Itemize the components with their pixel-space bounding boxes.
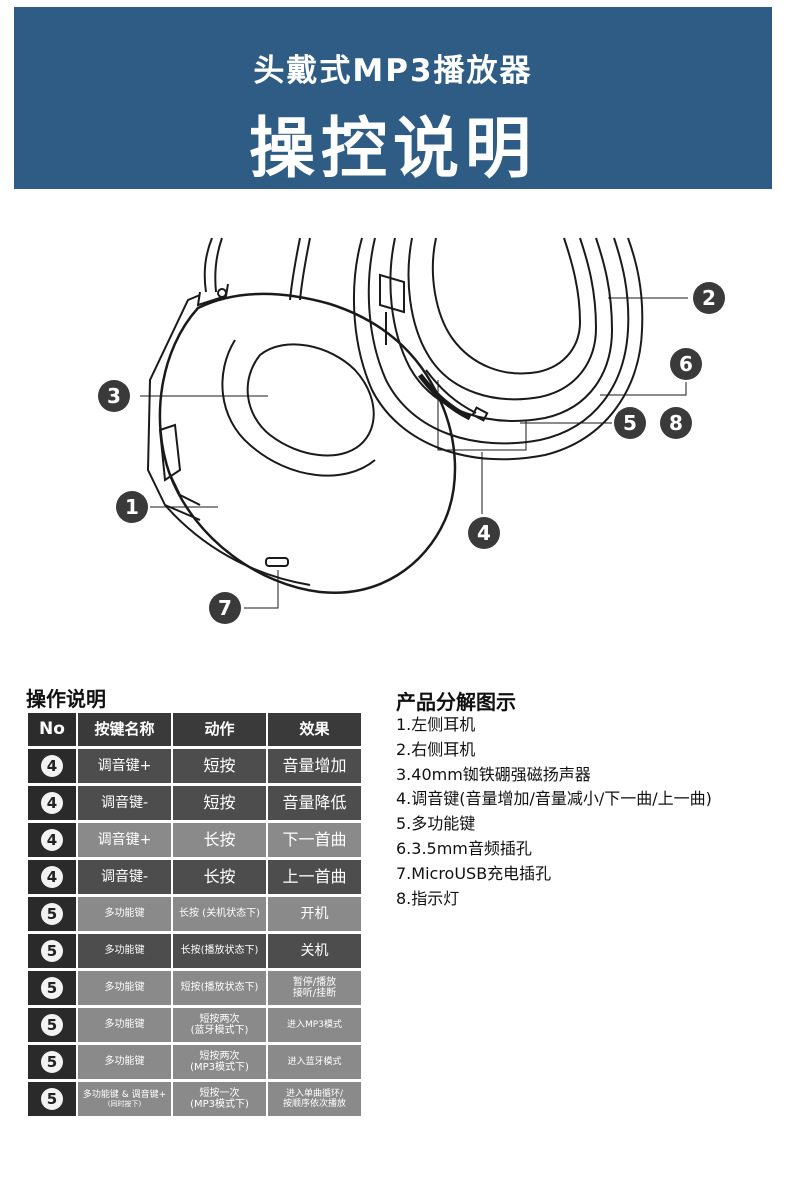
row-effect: 音量增加 — [268, 749, 361, 783]
row-key: 多功能键 — [78, 1045, 171, 1079]
row-effect: 进入单曲循环/ 按顺序依次播放 — [268, 1082, 361, 1116]
callout-1-icon: 1 — [116, 491, 148, 523]
list-item: 7.MicroUSB充电插孔 — [396, 863, 552, 883]
table-row: 4 调音键- 短按 音量降低 — [28, 786, 361, 820]
row-action: 短按一次 (MP3模式下) — [173, 1082, 266, 1116]
table-row: 5 多功能键 & 调音键+(同时按下) 短按一次 (MP3模式下) 进入单曲循环… — [28, 1082, 361, 1116]
table-row: 4 调音键+ 长按 下一首曲 — [28, 823, 361, 857]
list-item: 6.3.5mm音频插孔 — [396, 838, 532, 858]
row-number-badge: 4 — [41, 866, 63, 888]
row-effect: 进入MP3模式 — [268, 1008, 361, 1042]
list-item: 8.指示灯 — [396, 888, 460, 908]
callout-7-icon: 7 — [209, 592, 241, 624]
header-key: 按键名称 — [78, 713, 171, 746]
row-effect: 关机 — [268, 934, 361, 968]
row-number-badge: 5 — [41, 940, 63, 962]
table-row: 5 多功能键 短按(播放状态下) 暂停/播放 接听/挂断 — [28, 971, 361, 1005]
callout-3-label: 3 — [107, 384, 121, 408]
table-row: 4 调音键- 长按 上一首曲 — [28, 860, 361, 894]
row-effect: 上一首曲 — [268, 860, 361, 894]
row-number-badge: 4 — [41, 755, 63, 777]
row-action: 短按两次 (蓝牙模式下) — [173, 1008, 266, 1042]
row-effect: 开机 — [268, 897, 361, 931]
operations-table: No 按键名称 动作 效果 4 调音键+ 短按 音量增加 4 调音键- 短按 音… — [26, 710, 363, 1119]
list-item: 3.40mm铷铁硼强磁扬声器 — [396, 764, 591, 784]
row-action: 短按两次 (MP3模式下) — [173, 1045, 266, 1079]
row-key: 多功能键 & 调音键+ — [82, 1089, 167, 1100]
row-key: 调音键- — [78, 786, 171, 820]
banner-title-line1: 头戴式MP3播放器 — [253, 53, 533, 89]
callout-1-label: 1 — [125, 495, 139, 519]
table-row: 5 多功能键 短按两次 (蓝牙模式下) 进入MP3模式 — [28, 1008, 361, 1042]
row-key: 多功能键 — [78, 1008, 171, 1042]
row-key: 调音键+ — [78, 749, 171, 783]
headphone-exploded-diagram: 2 3 6 5 8 1 4 7 — [98, 237, 725, 624]
callout-markers: 2 3 6 5 8 1 4 7 — [98, 282, 725, 624]
row-key: 多功能键 — [78, 934, 171, 968]
row-number-badge: 5 — [41, 1088, 63, 1110]
row-action: 长按 — [173, 860, 266, 894]
row-number-badge: 5 — [41, 903, 63, 925]
row-action: 短按(播放状态下) — [173, 971, 266, 1005]
row-effect: 暂停/播放 接听/挂断 — [268, 971, 361, 1005]
list-item: 1.左侧耳机 — [396, 715, 476, 734]
row-key: 多功能键 — [78, 971, 171, 1005]
callout-4-icon: 4 — [468, 517, 500, 549]
callout-8-icon: 8 — [660, 407, 692, 439]
row-number-badge: 4 — [41, 792, 63, 814]
list-item: 2.右侧耳机 — [396, 739, 476, 759]
callout-6-label: 6 — [679, 352, 693, 376]
header-effect: 效果 — [268, 713, 361, 746]
table-row: 4 调音键+ 短按 音量增加 — [28, 749, 361, 783]
list-item: 4.调音键(音量增加/音量减小/下一曲/上一曲) — [396, 789, 712, 809]
operations-title: 操作说明 — [26, 687, 106, 711]
row-action: 长按 — [173, 823, 266, 857]
row-effect: 进入蓝牙模式 — [268, 1045, 361, 1079]
banner-title-line2: 操控说明 — [249, 110, 537, 187]
row-number-badge: 5 — [41, 977, 63, 999]
table-row: 5 多功能键 长按 (关机状态下) 开机 — [28, 897, 361, 931]
callout-2-label: 2 — [702, 286, 716, 310]
callout-6-icon: 6 — [670, 348, 702, 380]
table-header-row: No 按键名称 动作 效果 — [28, 713, 361, 746]
row-action: 短按 — [173, 749, 266, 783]
callout-5-icon: 5 — [614, 407, 646, 439]
row-effect: 下一首曲 — [268, 823, 361, 857]
title-banner: 头戴式MP3播放器 操控说明 — [14, 7, 772, 189]
row-action: 短按 — [173, 786, 266, 820]
callout-8-label: 8 — [669, 411, 683, 435]
row-key: 调音键- — [78, 860, 171, 894]
header-no: No — [28, 713, 76, 746]
callout-4-label: 4 — [477, 521, 491, 545]
callout-3-icon: 3 — [98, 380, 130, 412]
row-effect: 音量降低 — [268, 786, 361, 820]
parts-list: 1.左侧耳机 2.右侧耳机 3.40mm铷铁硼强磁扬声器 4.调音键(音量增加/… — [396, 713, 712, 911]
row-action: 长按(播放状态下) — [173, 934, 266, 968]
row-action: 长按 (关机状态下) — [173, 897, 266, 931]
callout-7-label: 7 — [218, 596, 232, 620]
parts-title: 产品分解图示 — [396, 690, 516, 714]
header-action: 动作 — [173, 713, 266, 746]
list-item: 5.多功能键 — [396, 814, 476, 834]
row-key: 多功能键 — [78, 897, 171, 931]
row-key-note: (同时按下) — [107, 1100, 142, 1109]
table-row: 5 多功能键 长按(播放状态下) 关机 — [28, 934, 361, 968]
callout-2-icon: 2 — [693, 282, 725, 314]
row-key: 调音键+ — [78, 823, 171, 857]
row-number-badge: 5 — [41, 1014, 63, 1036]
row-number-badge: 4 — [41, 829, 63, 851]
callout-5-label: 5 — [623, 411, 637, 435]
table-row: 5 多功能键 短按两次 (MP3模式下) 进入蓝牙模式 — [28, 1045, 361, 1079]
row-number-badge: 5 — [41, 1051, 63, 1073]
